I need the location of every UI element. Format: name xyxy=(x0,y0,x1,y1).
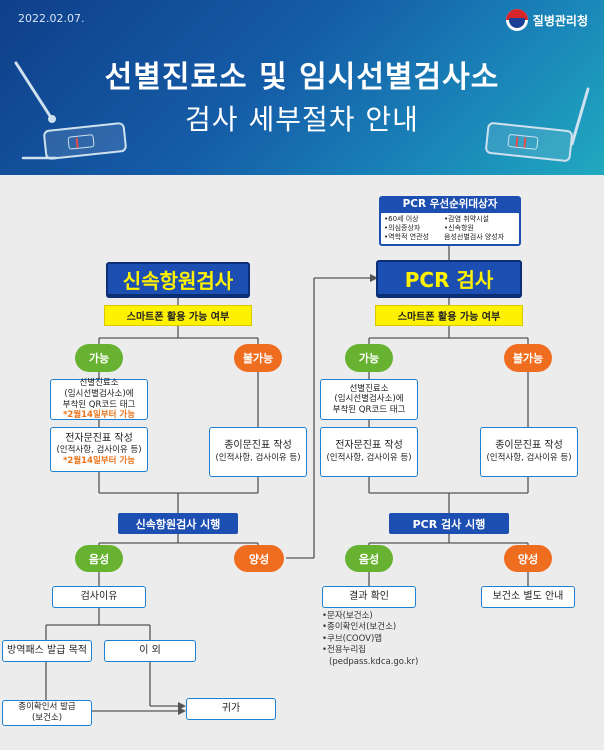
date-label: 2022.02.07. xyxy=(18,12,85,25)
list-item: •감염 취약시설 xyxy=(444,215,489,223)
list-item: •전용누리집 xyxy=(322,645,367,656)
left-possible-circle: 가능 xyxy=(75,344,123,372)
kdca-logo: 질병관리청 xyxy=(505,9,588,31)
right-qr-box: 선별진료소 (임시선별검사소)에 부착된 QR코드 태그 xyxy=(320,379,418,420)
health-center-guide-box: 보건소 별도 안내 xyxy=(481,586,575,608)
right-possible-circle: 가능 xyxy=(345,344,393,372)
list-item: •60세 이상 xyxy=(384,215,419,223)
list-item: (pedpass.kdca.go.kr) xyxy=(329,656,419,667)
right-negative-circle: 음성 xyxy=(345,545,393,572)
pcr-priority-list: •60세 이상 •감염 취약시설 •의심증상자 •신속항원 •역학적 연관성 음… xyxy=(381,213,519,244)
swab-left-icon xyxy=(14,61,56,123)
left-positive-circle: 양성 xyxy=(234,545,284,572)
other-box: 이 외 xyxy=(104,640,196,662)
kdca-emblem-icon xyxy=(505,9,528,31)
right-e-questionnaire-box: 전자문진표 작성 (인적사항, 검사이유 등) xyxy=(320,427,418,477)
rapid-antigen-title: 신속항원검사 xyxy=(106,262,250,296)
title-line-1: 선별진료소 및 임시선별검사소 xyxy=(104,60,500,95)
swab-small-icon xyxy=(21,156,58,160)
rapid-antigen-run-bar: 신속항원검사 시행 xyxy=(118,513,238,534)
right-paper-questionnaire-box: 종이문진표 작성 (인적사항, 검사이유 등) xyxy=(480,427,578,477)
left-negative-circle: 음성 xyxy=(75,545,123,572)
test-reason-box: 검사이유 xyxy=(52,586,146,608)
list-item: •문자(보건소) xyxy=(322,611,373,621)
left-qr-box: 선별진료소 (임시선별검사소)에 부착된 QR코드 태그 *2월14일부터 가능 xyxy=(50,378,148,420)
left-paper-questionnaire-box: 종이문진표 작성 (인적사항, 검사이유 등) xyxy=(209,427,307,477)
arrow-to-pcr-icon xyxy=(370,274,378,282)
right-impossible-circle: 불가능 xyxy=(504,344,552,372)
pcr-test-title: PCR 검사 xyxy=(376,260,522,296)
pcr-run-bar: PCR 검사 시행 xyxy=(389,513,509,534)
left-impossible-circle: 불가능 xyxy=(234,344,282,372)
list-item: •쿠브(COOV)앱 xyxy=(322,633,383,644)
org-name: 질병관리청 xyxy=(532,13,588,28)
list-item: •역학적 연관성 xyxy=(384,233,429,242)
list-item: •신속항원 xyxy=(444,224,474,233)
right-positive-circle: 양성 xyxy=(504,545,552,572)
list-item: •의심증상자 xyxy=(384,224,421,233)
paper-certificate-box: 종이확인서 발급 (보건소) xyxy=(2,700,92,726)
go-home-box: 귀가 xyxy=(186,698,276,720)
pcr-priority-box: PCR 우선순위대상자 •60세 이상 •감염 취약시설 •의심증상자 •신속항… xyxy=(379,196,521,246)
right-smartphone-question: 스마트폰 활용 가능 여부 xyxy=(375,305,523,326)
header-banner: 2022.02.07. 질병관리청 선별진료소 및 임시선별검사소 검사 세부절… xyxy=(0,0,604,175)
result-methods-list: •문자(보건소) •종이확인서(보건소) •쿠브(COOV)앱 •전용누리집 (… xyxy=(322,611,442,668)
swab-right-icon xyxy=(570,87,590,146)
result-check-box: 결과 확인 xyxy=(322,586,416,608)
list-item: •종이확인서(보건소) xyxy=(322,622,397,633)
left-smartphone-question: 스마트폰 활용 가능 여부 xyxy=(104,305,252,326)
list-item: 음성선별검사 양성자 xyxy=(444,233,505,242)
pcr-priority-title: PCR 우선순위대상자 xyxy=(402,198,498,210)
left-e-questionnaire-box: 전자문진표 작성 (인적사항, 검사이유 등) *2월14일부터 가능 xyxy=(50,427,148,472)
title-line-2: 검사 세부절차 안내 xyxy=(185,103,419,136)
pass-purpose-box: 방역패스 발급 목적 xyxy=(2,640,92,662)
